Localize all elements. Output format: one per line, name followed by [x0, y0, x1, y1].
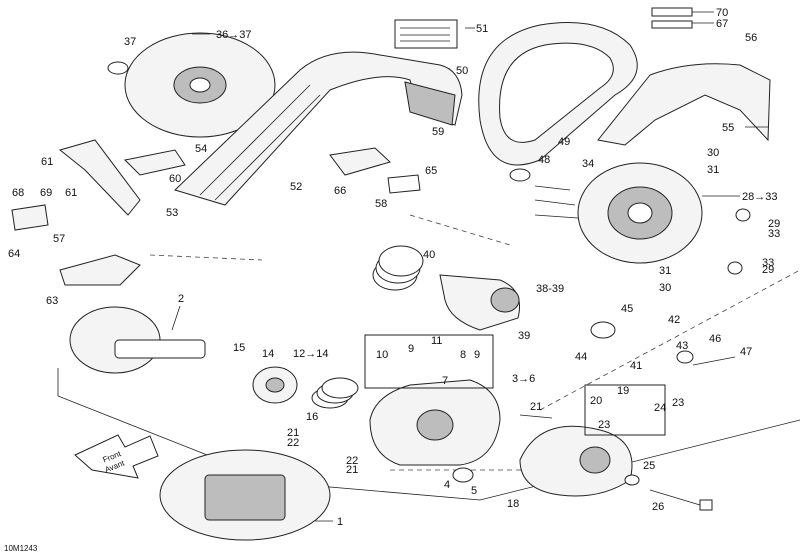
snap-ring-37: [107, 61, 129, 75]
callout-59: 59: [432, 126, 444, 138]
callout-51: 51: [476, 23, 488, 35]
callout-43: 43: [676, 340, 688, 352]
driven-cam: [439, 274, 520, 331]
pulley-cover: [519, 425, 633, 497]
callout-22a: 22: [287, 437, 299, 449]
callout-21c: 21: [346, 464, 358, 476]
callout-14: 14: [262, 348, 274, 360]
callout-31b: 31: [659, 265, 671, 277]
callout-61a: 61: [41, 156, 53, 168]
callout-5: 5: [471, 485, 477, 497]
callout-9b: 9: [474, 349, 480, 361]
callout-23a: 23: [672, 397, 684, 409]
kit-box-19-24: [584, 384, 666, 436]
callout-40: 40: [423, 249, 435, 261]
callout-28-33: 28→33: [742, 191, 777, 203]
callout-37: 37: [124, 36, 136, 48]
callout-44: 44: [575, 351, 587, 363]
fixed-sheave: [69, 306, 206, 374]
callout-23b: 23: [598, 419, 610, 431]
callout-47: 47: [740, 346, 752, 358]
callout-9a: 9: [408, 343, 414, 355]
callout-3-6: 3→6: [512, 373, 535, 385]
callout-42: 42: [668, 314, 680, 326]
callout-64: 64: [8, 248, 20, 260]
callout-55: 55: [722, 122, 734, 134]
callout-24: 24: [654, 402, 666, 414]
brackets-left: [11, 139, 421, 286]
callout-49: 49: [558, 136, 570, 148]
callout-31a: 31: [707, 164, 719, 176]
callout-2: 2: [178, 293, 184, 305]
driven-pulley: [577, 162, 703, 264]
warning-decal-51: [394, 19, 458, 49]
front-arrow: [74, 434, 159, 479]
callout-19: 19: [617, 385, 629, 397]
moveable-sheave: [252, 366, 298, 404]
callout-66: 66: [334, 185, 346, 197]
callout-57: 57: [53, 233, 65, 245]
callout-41: 41: [630, 360, 642, 372]
engine-assembly: [159, 449, 331, 541]
callout-48: 48: [538, 154, 550, 166]
callout-46: 46: [709, 333, 721, 345]
governor-cup: [369, 379, 501, 466]
callout-8: 8: [460, 349, 466, 361]
callout-60: 60: [169, 173, 181, 185]
spring-16: [311, 377, 359, 409]
callout-15: 15: [233, 342, 245, 354]
callout-20: 20: [590, 395, 602, 407]
callout-67: 67: [716, 18, 728, 30]
callout-30b: 30: [659, 282, 671, 294]
small-fasteners: [452, 168, 751, 511]
callout-12-14: 12→14: [293, 348, 328, 360]
callout-16: 16: [306, 411, 318, 423]
callout-22b: 22: [346, 455, 358, 467]
callout-38-39: 38-39: [536, 283, 564, 295]
callout-36-37: 36→37: [216, 29, 251, 41]
callout-39: 39: [518, 330, 530, 342]
belt-guard-frame: [174, 51, 463, 206]
reference-code: 10M1243: [4, 544, 38, 553]
drive-pulley-disc: [124, 32, 276, 138]
callout-63: 63: [46, 295, 58, 307]
callout-34: 34: [582, 158, 594, 170]
callout-25: 25: [643, 460, 655, 472]
callout-69: 69: [40, 187, 52, 199]
callout-18: 18: [507, 498, 519, 510]
callout-56: 56: [745, 32, 757, 44]
kit-box-7-11: [364, 334, 494, 389]
callout-45: 45: [621, 303, 633, 315]
callout-70: 70: [716, 7, 728, 19]
callout-33a: 33: [768, 228, 780, 240]
callout-21b: 21: [530, 401, 542, 413]
callout-11: 11: [431, 335, 442, 347]
callout-4: 4: [444, 479, 450, 491]
callout-54: 54: [195, 143, 207, 155]
callout-labels: 1 2 3→6 4 5 7 8 9 9 10 11 12→14 14 15 16…: [8, 7, 780, 528]
callout-7: 7: [442, 375, 448, 387]
belt-guard-cover: [597, 63, 771, 146]
callout-10: 10: [376, 349, 388, 361]
callout-65: 65: [425, 165, 437, 177]
callout-30a: 30: [707, 147, 719, 159]
callout-58: 58: [375, 198, 387, 210]
callout-29a: 29: [768, 218, 780, 230]
callout-26: 26: [652, 501, 664, 513]
callout-53: 53: [166, 207, 178, 219]
callout-61b: 61: [65, 187, 77, 199]
callout-50: 50: [456, 65, 468, 77]
callout-33b: 33: [762, 257, 774, 269]
callout-52: 52: [290, 181, 302, 193]
callout-29b: 29: [762, 264, 774, 276]
callout-21a: 21: [287, 427, 299, 439]
driven-spring: [372, 245, 424, 291]
decals-70-67: [651, 7, 693, 29]
drive-belt: [478, 22, 638, 166]
callout-68: 68: [12, 187, 24, 199]
callout-1: 1: [337, 516, 343, 528]
